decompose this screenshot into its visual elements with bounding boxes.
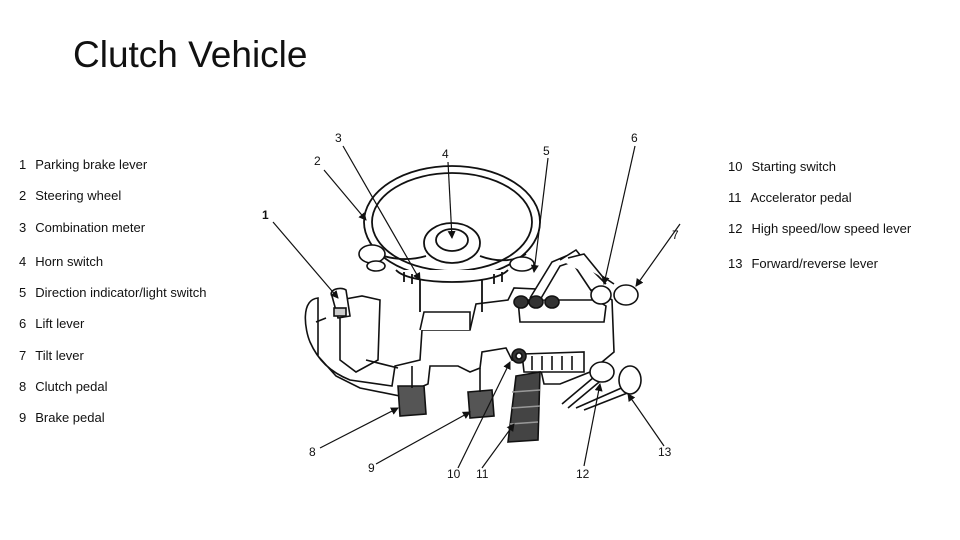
steering-wheel [363,165,541,312]
legend-label: Accelerator pedal [750,190,852,205]
legend-item-tilt-lever: 7 Tilt lever [19,348,84,363]
callout-number: 3 [335,131,342,145]
callout-number: 13 [658,445,672,459]
legend-label: Steering wheel [35,188,122,203]
legend-item-steering-wheel: 2 Steering wheel [19,188,121,203]
callout-leader-lines [272,145,681,469]
dashboard-body [304,287,615,397]
legend-number: 13 [728,256,743,271]
legend-item-accelerator-pedal: 11 Accelerator pedal [728,190,852,205]
callout-number: 12 [576,467,590,481]
legend-number: 1 [19,157,27,172]
legend-label: Horn switch [35,254,104,269]
floor-levers [561,361,642,411]
legend-item-speed-lever: 12 High speed/low speed lever [728,221,911,236]
legend-item-lift-lever: 6 Lift lever [19,316,84,331]
legend-item-direction-indicator: 5 Direction indicator/light switch [19,285,206,300]
legend-item-starting-switch: 10 Starting switch [728,159,836,174]
legend-number: 9 [19,410,27,425]
legend-label: Parking brake lever [35,157,148,172]
pedals [397,366,541,443]
legend-number: 11 [728,190,742,205]
legend-label: Brake pedal [35,410,105,425]
legend-label: Combination meter [35,220,146,235]
legend-label: Lift lever [35,316,85,331]
legend-number: 2 [19,188,27,203]
legend-number: 12 [728,221,743,236]
callout-number: 4 [442,147,449,161]
legend-item-parking-brake: 1 Parking brake lever [19,157,147,172]
legend-item-brake-pedal: 9 Brake pedal [19,410,105,425]
legend-number: 8 [19,379,27,394]
callout-numbers: 1 2 3 4 5 6 7 8 9 10 11 12 13 [262,131,679,481]
legend-label: Tilt lever [35,348,84,363]
legend-label: High speed/low speed lever [751,221,912,236]
legend-label: Direction indicator/light switch [35,285,207,300]
legend-item-forward-reverse-lever: 13 Forward/reverse lever [728,256,878,271]
steering-knobs [358,244,535,272]
callout-number: 8 [309,445,316,459]
legend-label: Forward/reverse lever [751,256,878,271]
callout-number: 2 [314,154,321,168]
callout-number: 11 [476,467,489,481]
callout-number: 7 [672,228,679,242]
callout-number: 6 [631,131,638,145]
legend-number: 3 [19,220,27,235]
legend-number: 10 [728,159,743,174]
legend-number: 4 [19,254,27,269]
page-title: Clutch Vehicle [73,34,308,75]
callout-number: 9 [368,461,375,475]
legend-label: Starting switch [751,159,837,174]
callout-number: 5 [543,144,550,158]
legend-item-horn-switch: 4 Horn switch [19,254,103,269]
lift-and-tilt-levers [513,248,639,309]
legend-number: 5 [19,285,27,300]
legend-number: 7 [19,348,27,363]
legend-number: 6 [19,316,27,331]
legend-item-combination-meter: 3 Combination meter [19,220,145,235]
legend-item-clutch-pedal: 8 Clutch pedal [19,379,108,394]
starting-switch [511,348,527,364]
callout-number: 10 [447,467,461,481]
callout-number: 1 [262,208,269,222]
legend-label: Clutch pedal [35,379,108,394]
